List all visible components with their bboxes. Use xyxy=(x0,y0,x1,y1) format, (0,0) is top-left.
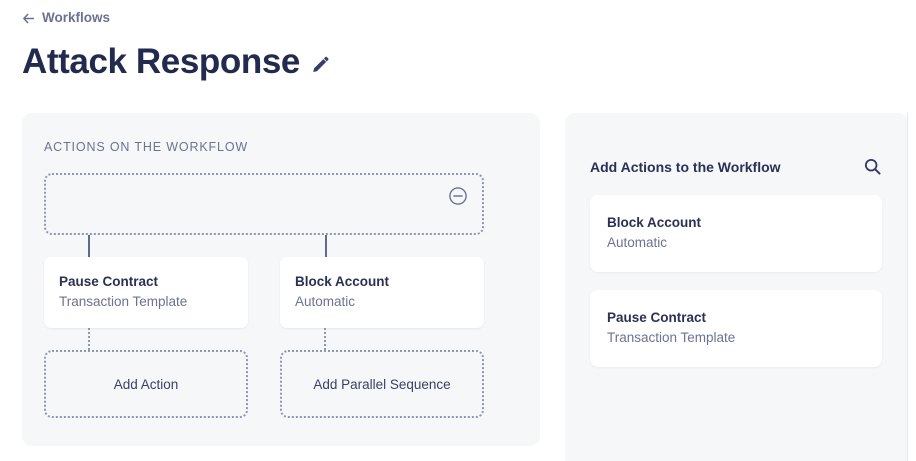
minus-circle-icon[interactable] xyxy=(448,186,468,206)
actions-section-label: ACTIONS ON THE WORKFLOW xyxy=(44,140,249,154)
connector-card-to-add-2 xyxy=(324,328,326,350)
add-action-label: Add Action xyxy=(113,376,179,392)
library-action-card[interactable]: Pause Contract Transaction Template xyxy=(590,290,882,367)
workflow-flow-graph: Pause Contract Transaction Template Add … xyxy=(44,173,540,418)
panel-edge-divider xyxy=(907,113,908,461)
workflow-canvas-panel: ACTIONS ON THE WORKFLOW Pause Contract xyxy=(22,113,540,446)
trigger-node[interactable] xyxy=(44,173,484,235)
library-header: Add Actions to the Workflow xyxy=(590,157,882,176)
library-card-subtitle: Automatic xyxy=(607,235,668,250)
pencil-icon[interactable] xyxy=(311,55,330,74)
action-card-title: Pause Contract xyxy=(59,274,159,289)
page-header: Workflows Attack Response xyxy=(0,0,916,83)
action-library-panel: Add Actions to the Workflow Block Accoun… xyxy=(565,113,908,461)
arrow-left-icon xyxy=(22,12,35,25)
add-action-button[interactable]: Add Action xyxy=(44,350,248,418)
library-card-title: Block Account xyxy=(607,215,702,230)
page-title: Attack Response xyxy=(22,41,300,81)
action-card-subtitle: Automatic xyxy=(295,294,356,309)
branch-column: Pause Contract Transaction Template Add … xyxy=(44,257,248,418)
branch-column: Block Account Automatic Add Parallel Seq… xyxy=(280,257,484,418)
title-row: Attack Response xyxy=(22,41,916,83)
connector-trigger-to-branch-1 xyxy=(88,235,90,257)
back-link-label: Workflows xyxy=(42,10,111,25)
connector-trigger-to-branch-2 xyxy=(325,235,327,257)
library-card-title: Pause Contract xyxy=(607,310,707,325)
branch-columns: Pause Contract Transaction Template Add … xyxy=(44,257,540,418)
library-title: Add Actions to the Workflow xyxy=(590,158,781,175)
connector-card-to-add-1 xyxy=(88,328,90,350)
action-card-subtitle: Transaction Template xyxy=(59,294,188,309)
panels-row: ACTIONS ON THE WORKFLOW Pause Contract xyxy=(0,113,916,461)
add-parallel-sequence-label: Add Parallel Sequence xyxy=(313,376,451,392)
search-icon[interactable] xyxy=(863,157,882,176)
action-card[interactable]: Block Account Automatic xyxy=(280,257,484,328)
library-card-subtitle: Transaction Template xyxy=(607,330,736,345)
library-action-card[interactable]: Block Account Automatic xyxy=(590,195,882,272)
back-to-workflows-link[interactable]: Workflows xyxy=(22,10,110,26)
action-card[interactable]: Pause Contract Transaction Template xyxy=(44,257,248,328)
action-card-title: Block Account xyxy=(295,274,390,289)
add-parallel-sequence-button[interactable]: Add Parallel Sequence xyxy=(280,350,484,418)
